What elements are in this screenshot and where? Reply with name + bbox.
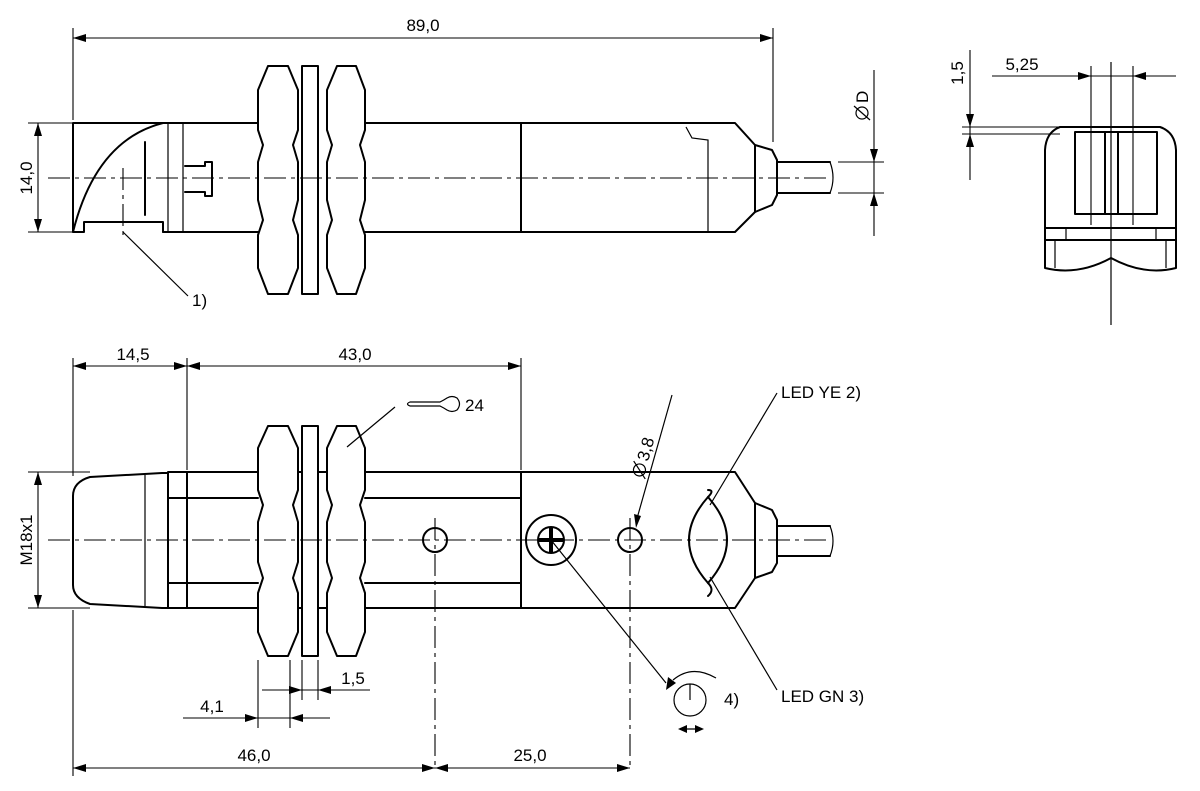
- dim-end-width: 5,25: [992, 55, 1176, 80]
- end-view: 5,25 1,5: [948, 50, 1177, 325]
- dim-top-offset: 1,5: [948, 50, 1060, 180]
- svg-text:46,0: 46,0: [237, 746, 270, 765]
- wrench-torque: 24: [346, 395, 484, 448]
- dim-cable-diameter: D: [838, 70, 884, 236]
- note-1-label: 1): [192, 291, 207, 310]
- led-callouts: LED YE 2) LED GN 3): [709, 383, 864, 706]
- svg-text:5,25: 5,25: [1005, 55, 1038, 74]
- svg-text:M18x1: M18x1: [17, 514, 36, 565]
- svg-text:14,5: 14,5: [116, 345, 149, 364]
- side-view: 14,5 43,0 M18x1 24 3,8: [17, 345, 864, 776]
- potentiometer-callout: 4): [550, 539, 739, 733]
- nut-right-side: [326, 425, 366, 657]
- svg-text:3,8: 3,8: [634, 435, 659, 463]
- dim-total-length: 89,0: [72, 16, 774, 142]
- dim-body-height: 14,0: [17, 122, 73, 233]
- diameter-symbol-icon: [855, 106, 869, 120]
- dim-thread-size: M18x1: [17, 471, 90, 609]
- diameter-symbol-icon: [632, 463, 647, 477]
- svg-text:89,0: 89,0: [406, 16, 439, 35]
- svg-text:24: 24: [465, 396, 484, 415]
- led-green-label: LED GN 3): [781, 687, 864, 706]
- dim-hole-positions: 46,0 25,0: [72, 610, 630, 776]
- svg-text:1,5: 1,5: [341, 669, 365, 688]
- washer: [301, 65, 319, 295]
- svg-text:25,0: 25,0: [513, 746, 546, 765]
- svg-text:D: D: [853, 91, 872, 103]
- washer-side: [301, 425, 319, 657]
- nut-left: [257, 65, 299, 295]
- svg-text:14,0: 14,0: [17, 161, 36, 194]
- led-yellow-label: LED YE 2): [781, 383, 861, 402]
- nut-left-side: [257, 425, 299, 657]
- potentiometer-icon: [672, 670, 717, 681]
- svg-text:4,1: 4,1: [200, 697, 224, 716]
- svg-text:1,5: 1,5: [948, 61, 967, 85]
- top-view: 1) 89,0 14,0: [17, 16, 884, 310]
- dim-front-and-thread: 14,5 43,0: [72, 345, 522, 476]
- svg-text:43,0: 43,0: [338, 345, 371, 364]
- wrench-icon: [406, 395, 461, 413]
- nut-right: [326, 65, 366, 295]
- dim-nut-gap: 1,5 4,1: [183, 660, 370, 728]
- dim-hole-diameter: 3,8: [632, 394, 673, 528]
- note-4-label: 4): [724, 690, 739, 709]
